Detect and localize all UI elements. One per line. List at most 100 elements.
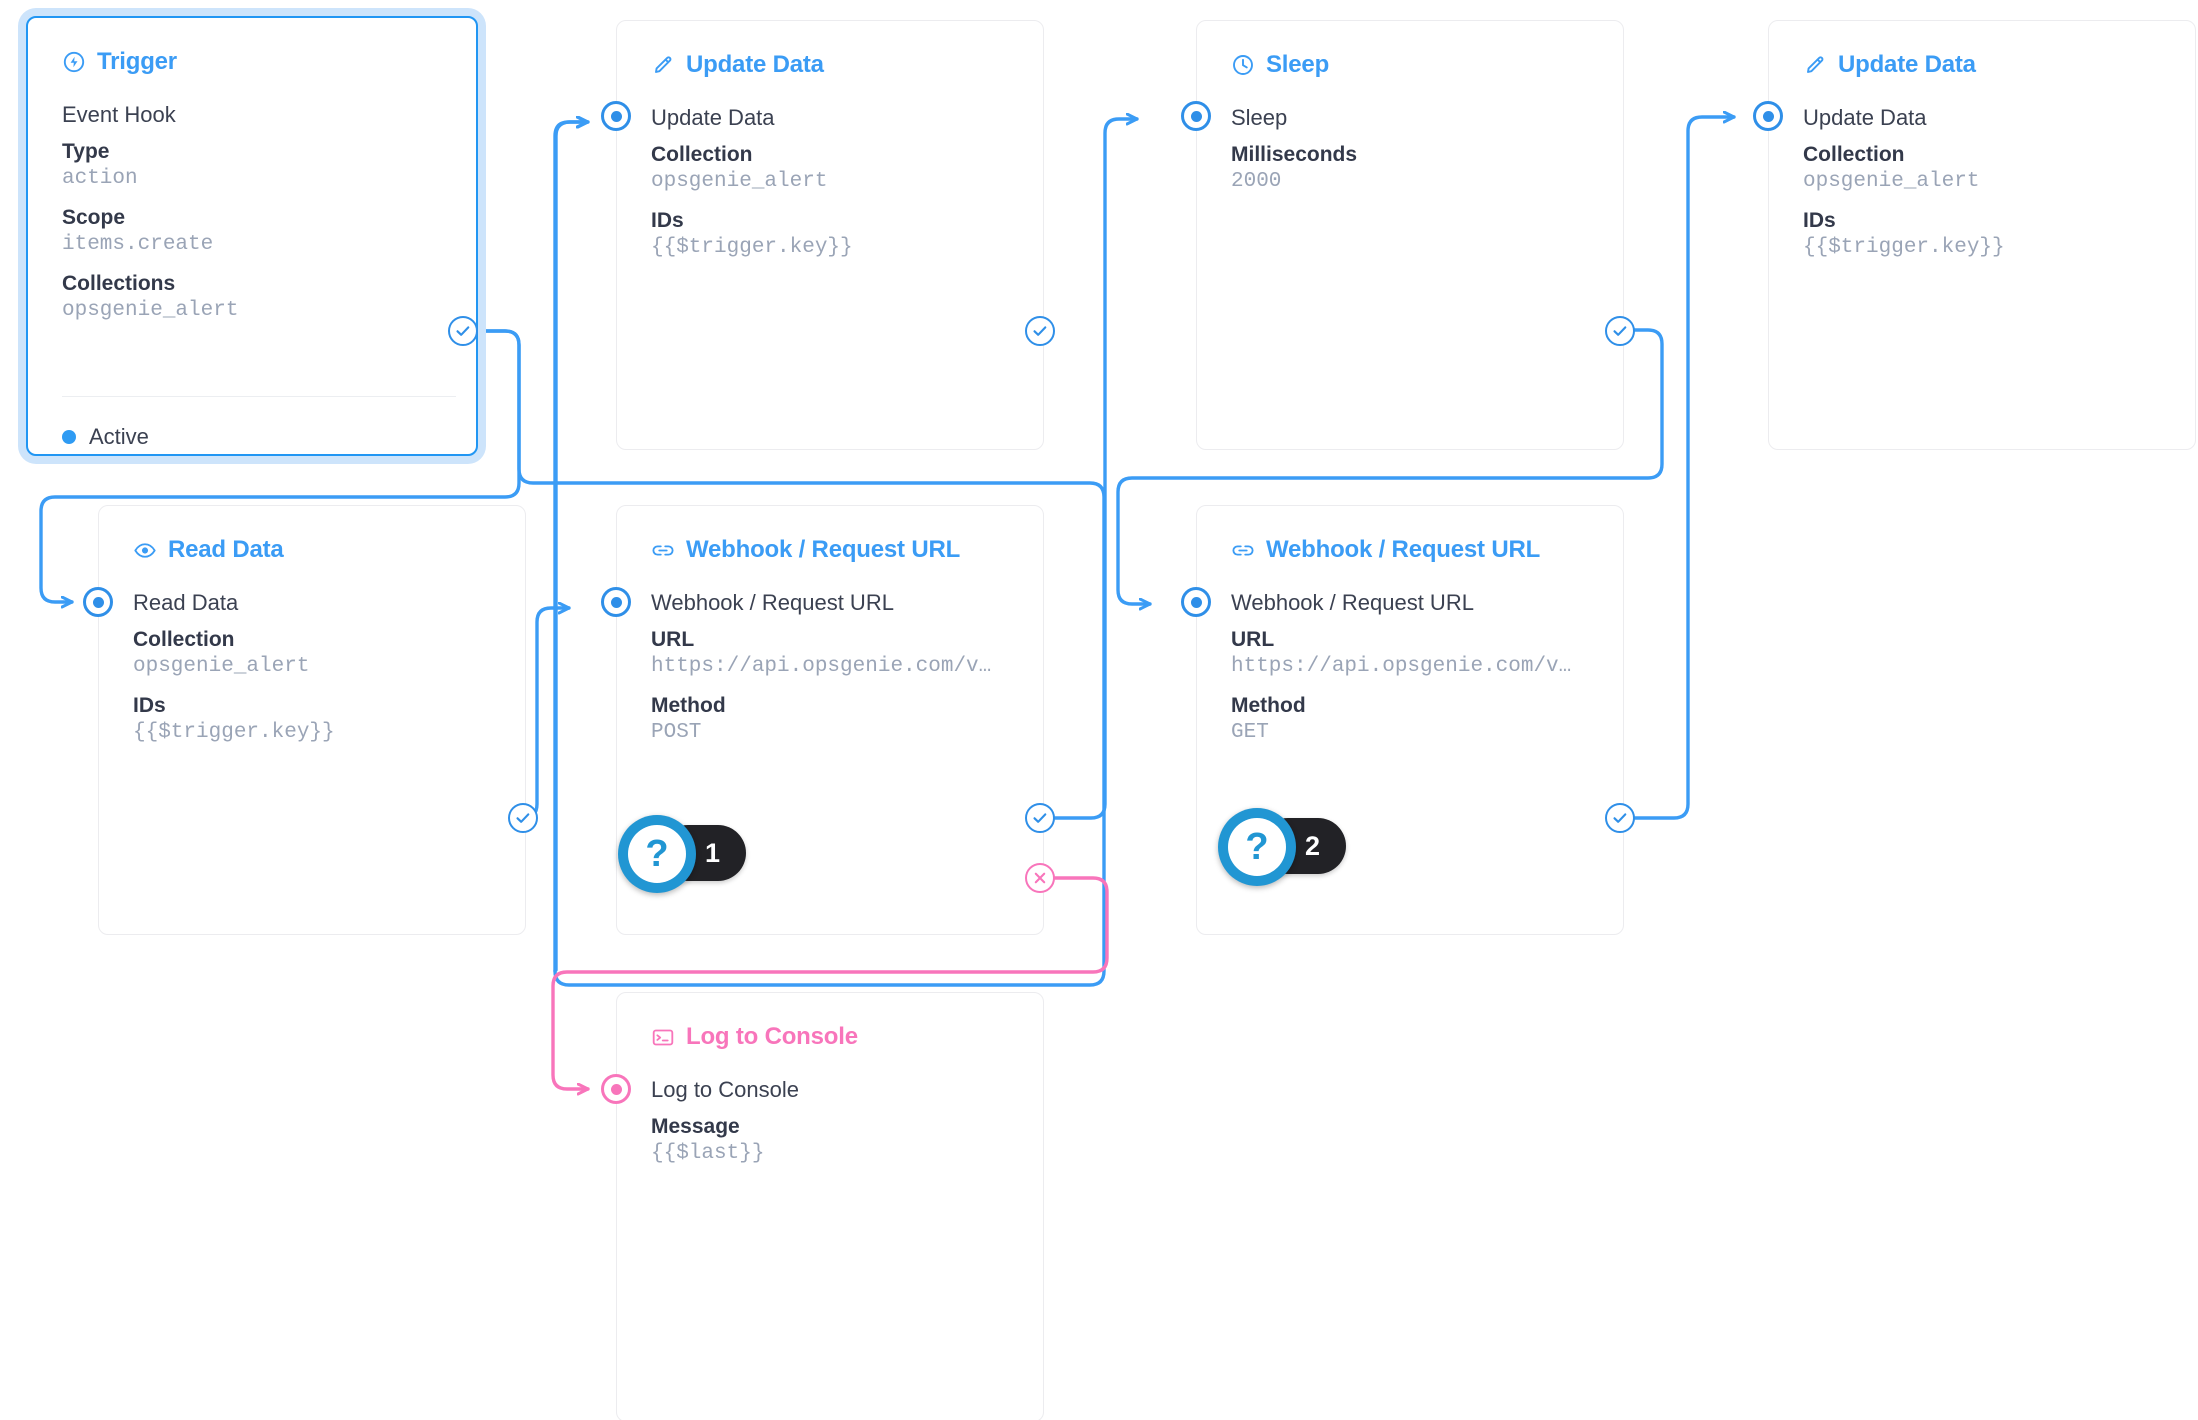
field-value: opsgenie_alert bbox=[1803, 170, 1980, 194]
port-input-webhook-2[interactable] bbox=[1181, 587, 1211, 617]
field-value: opsgenie_alert bbox=[133, 655, 310, 679]
field-collections: Collections opsgenie_alert bbox=[62, 271, 442, 325]
field-label: IDs bbox=[651, 209, 684, 233]
port-input-sleep[interactable] bbox=[1181, 101, 1211, 131]
port-input-update-data-2[interactable] bbox=[1753, 101, 1783, 131]
status-dot-icon bbox=[62, 430, 76, 444]
field-type: Type action bbox=[62, 139, 442, 193]
operation-name: Sleep bbox=[1231, 105, 1288, 130]
operation-name: Webhook / Request URL bbox=[651, 590, 894, 615]
node-card-trigger[interactable]: Trigger Event Hook Type action Scope ite… bbox=[26, 16, 478, 456]
wire-webhook-1-to-sleep bbox=[1053, 119, 1139, 820]
card-header: Webhook / Request URL bbox=[1231, 536, 1589, 564]
field-value: GET bbox=[1231, 721, 1269, 745]
question-mark-glyph: ? bbox=[628, 825, 686, 883]
field-ids: IDs {{$trigger.key}} bbox=[133, 693, 491, 747]
field-value: https://api.opsgenie.com/v… bbox=[651, 655, 992, 679]
clock-icon bbox=[1231, 53, 1255, 77]
help-badge-icon[interactable]: ? bbox=[1218, 808, 1296, 886]
node-card-sleep[interactable]: Sleep Sleep Milliseconds 2000 bbox=[1196, 20, 1624, 450]
field-url: URL https://api.opsgenie.com/v… bbox=[651, 627, 1009, 681]
field-label: Type bbox=[62, 140, 110, 163]
help-badge-icon[interactable]: ? bbox=[618, 815, 696, 893]
bolt-circle-icon bbox=[62, 50, 86, 74]
node-card-log-to-console[interactable]: Log to Console Log to Console Message {{… bbox=[616, 992, 1044, 1420]
field-label: URL bbox=[651, 628, 695, 651]
pencil-icon bbox=[651, 53, 675, 77]
port-input-update-data-1[interactable] bbox=[601, 101, 631, 131]
pencil-icon bbox=[1803, 53, 1827, 77]
field-value: items.create bbox=[62, 233, 214, 257]
port-success-webhook-1[interactable] bbox=[1025, 803, 1055, 833]
operation-name: Update Data bbox=[1803, 105, 1927, 130]
port-success-read-data[interactable] bbox=[508, 803, 538, 833]
card-divider bbox=[62, 396, 456, 397]
card-title: Read Data bbox=[168, 536, 284, 563]
field-label: URL bbox=[1231, 628, 1275, 651]
field-value: opsgenie_alert bbox=[651, 170, 828, 194]
operation-name: Update Data bbox=[651, 105, 775, 130]
port-success-webhook-2[interactable] bbox=[1605, 803, 1635, 833]
field-value: opsgenie_alert bbox=[62, 299, 239, 323]
status-label: Active bbox=[89, 424, 149, 449]
field-ids: IDs {{$trigger.key}} bbox=[651, 208, 1009, 262]
card-header: Update Data bbox=[1803, 51, 2161, 79]
field-label: Collection bbox=[133, 628, 235, 651]
field-method: Method GET bbox=[1231, 693, 1589, 747]
node-card-update-data-2[interactable]: Update Data Update Data Collection opsge… bbox=[1768, 20, 2196, 450]
card-title: Update Data bbox=[1838, 51, 1976, 78]
field-value: {{$last}} bbox=[651, 1142, 765, 1166]
operation-name: Read Data bbox=[133, 590, 239, 615]
field-scope: Scope items.create bbox=[62, 205, 442, 259]
port-input-log-to-console[interactable] bbox=[601, 1074, 631, 1104]
field-collection: Collection opsgenie_alert bbox=[651, 142, 1009, 196]
field-value: POST bbox=[651, 721, 702, 745]
node-card-update-data-1[interactable]: Update Data Update Data Collection opsge… bbox=[616, 20, 1044, 450]
field-label: Collections bbox=[62, 272, 176, 296]
card-title: Webhook / Request URL bbox=[1266, 536, 1541, 563]
field-milliseconds: Milliseconds 2000 bbox=[1231, 142, 1589, 196]
wire-read-data-to-webhook-1 bbox=[521, 608, 571, 820]
port-input-webhook-1[interactable] bbox=[601, 587, 631, 617]
card-header: Webhook / Request URL bbox=[651, 536, 1009, 564]
field-value: {{$trigger.key}} bbox=[651, 236, 853, 260]
node-badge-webhook-2[interactable]: 2 ? bbox=[1218, 808, 1346, 886]
node-badge-webhook-1[interactable]: 1 ? bbox=[618, 815, 746, 893]
field-label: Method bbox=[651, 694, 726, 718]
field-label: Milliseconds bbox=[1231, 143, 1358, 166]
field-value: {{$trigger.key}} bbox=[133, 721, 335, 745]
card-title: Sleep bbox=[1266, 51, 1330, 78]
field-collection: Collection opsgenie_alert bbox=[133, 627, 491, 681]
field-value: 2000 bbox=[1231, 170, 1282, 194]
field-label: Message bbox=[651, 1115, 740, 1138]
field-message: Message {{$last}} bbox=[651, 1114, 1009, 1168]
field-label: Collection bbox=[651, 143, 753, 166]
card-header: Trigger bbox=[62, 48, 442, 76]
card-title: Update Data bbox=[686, 51, 824, 78]
field-label: Method bbox=[1231, 694, 1306, 718]
card-title: Webhook / Request URL bbox=[686, 536, 961, 563]
card-header: Log to Console bbox=[651, 1023, 1009, 1051]
field-value: {{$trigger.key}} bbox=[1803, 236, 2005, 260]
port-success-update-data-1[interactable] bbox=[1025, 316, 1055, 346]
field-method: Method POST bbox=[651, 693, 1009, 747]
port-success-sleep[interactable] bbox=[1605, 316, 1635, 346]
field-url: URL https://api.opsgenie.com/v… bbox=[1231, 627, 1589, 681]
card-header: Update Data bbox=[651, 51, 1009, 79]
port-success-trigger[interactable] bbox=[448, 316, 478, 346]
operation-name: Webhook / Request URL bbox=[1231, 590, 1474, 615]
terminal-icon bbox=[651, 1025, 675, 1049]
link-icon bbox=[651, 538, 675, 562]
field-ids: IDs {{$trigger.key}} bbox=[1803, 208, 2161, 262]
field-value: action bbox=[62, 167, 138, 191]
field-label: Scope bbox=[62, 206, 126, 230]
port-input-read-data[interactable] bbox=[83, 587, 113, 617]
field-label: Collection bbox=[1803, 143, 1905, 166]
port-error-webhook-1[interactable] bbox=[1025, 863, 1055, 893]
field-collection: Collection opsgenie_alert bbox=[1803, 142, 2161, 196]
card-title: Trigger bbox=[97, 48, 177, 75]
status-badge: Active bbox=[62, 424, 149, 450]
node-card-read-data[interactable]: Read Data Read Data Collection opsgenie_… bbox=[98, 505, 526, 935]
operation-name: Log to Console bbox=[651, 1077, 799, 1102]
